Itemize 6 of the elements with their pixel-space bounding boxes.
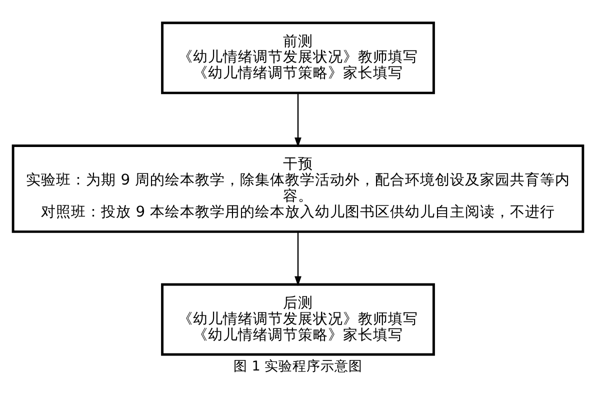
node-box: 前测 《幼儿情绪调节发展状况》教师填写 《幼儿情绪调节策略》家长填写: [161, 21, 435, 94]
node-box: 干预 实验班：为期 9 周的绘本教学，除集体教学活动外，配合环境创设及家园共育等内容。 对照班：投放 9 本绘本教学用的绘本放入幼儿图书区供幼儿自主阅读，不进行: [12, 144, 584, 232]
arrow: [294, 92, 302, 147]
arrow: [294, 231, 302, 286]
node-box: 后测 《幼儿情绪调节发展状况》教师填写 《幼儿情绪调节策略》家长填写: [161, 282, 435, 356]
caption: 图 1 实验程序示意图: [233, 358, 363, 374]
